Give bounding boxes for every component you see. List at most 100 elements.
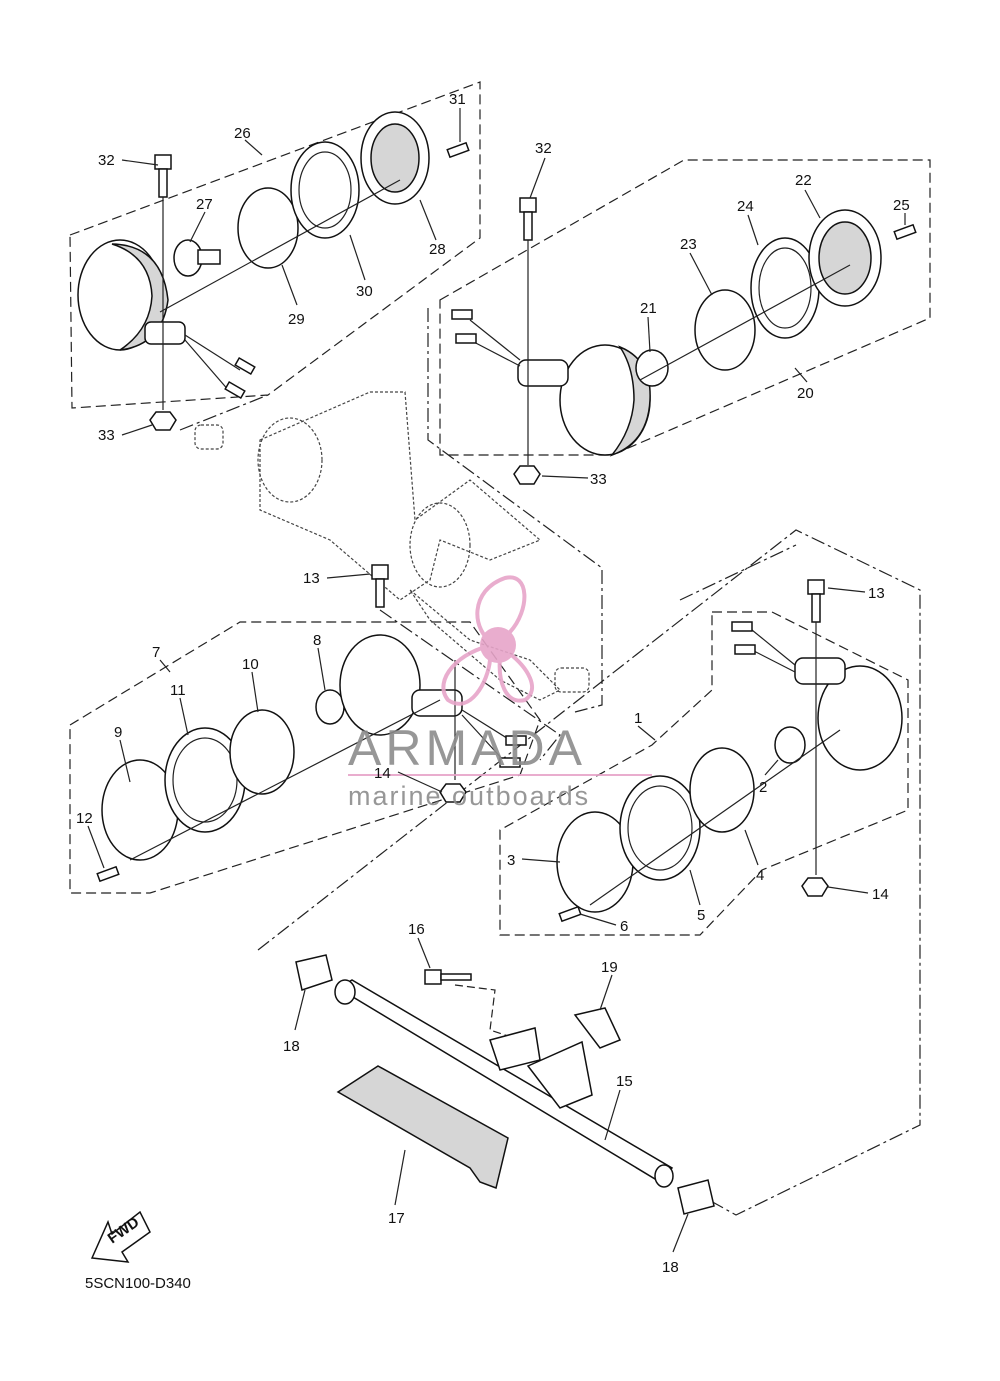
lamp-assembly-26 [77, 111, 470, 431]
bolt-13a [371, 564, 389, 580]
bar-15-end-left [334, 979, 356, 1005]
nut-14a [439, 783, 467, 803]
group-1-outline [499, 611, 909, 936]
bolt-16 [424, 969, 442, 985]
rim-5-inner [627, 785, 693, 871]
grommet-18a [295, 954, 333, 991]
connector-26a [234, 357, 256, 375]
callout-4: 4 [756, 867, 764, 884]
harness-line-right [427, 308, 603, 713]
propeller-logo-icon [441, 575, 535, 706]
callout-33b: 33 [590, 471, 607, 488]
frame-bracket [194, 391, 590, 701]
screw-12 [96, 865, 120, 883]
group-26-outline [69, 81, 481, 409]
callout-20: 20 [797, 385, 814, 402]
bracket-grommet-left [194, 424, 224, 450]
callout-19: 19 [601, 959, 618, 976]
bulb-2 [774, 726, 806, 764]
rim-30 [290, 141, 360, 239]
callout-13b: 13 [868, 585, 885, 602]
lamp-assembly-1 [556, 579, 903, 923]
group-7-outline [69, 621, 541, 894]
callout-28: 28 [429, 241, 446, 258]
axis-20 [639, 264, 851, 381]
bolt-13b-shank [811, 593, 821, 623]
callout-14b: 14 [872, 886, 889, 903]
bulb-8 [315, 689, 345, 725]
clamp-19 [573, 1007, 622, 1049]
bolt-32a [154, 154, 172, 170]
callout-23: 23 [680, 236, 697, 253]
callout-7: 7 [152, 644, 160, 661]
leader-lines [87, 108, 906, 1253]
connector-7b [499, 757, 521, 768]
wire-20b [469, 339, 521, 367]
callout-25: 25 [893, 197, 910, 214]
bulb-27-base [197, 249, 221, 265]
fwd-arrow-icon [90, 1210, 151, 1263]
bolt-32b-shank [523, 211, 533, 241]
gasket-23 [694, 289, 756, 371]
bolt-32a-shank [158, 168, 168, 198]
callout-14a: 14 [374, 765, 391, 782]
connector-20b [455, 333, 477, 344]
watermark-tagline: marine outboards [348, 781, 590, 811]
bolt-32b [519, 197, 537, 213]
screw-31 [446, 141, 470, 159]
callout-29: 29 [288, 311, 305, 328]
rim-30-inner [298, 151, 352, 229]
axis-1 [589, 729, 841, 906]
callout-11: 11 [170, 682, 186, 699]
callout-22: 22 [795, 172, 812, 189]
wire-7a [461, 709, 511, 741]
gasket-29 [237, 187, 299, 269]
axis-7 [129, 699, 441, 861]
wire-26a [184, 334, 241, 371]
callout-24: 24 [737, 198, 754, 215]
bar-15-end-right [654, 1164, 674, 1188]
callout-8: 8 [313, 632, 321, 649]
callout-17: 17 [388, 1210, 405, 1227]
callout-30: 30 [356, 283, 373, 300]
callout-26: 26 [234, 125, 251, 142]
harness-line-center [379, 609, 561, 761]
bracket-clamp-dash [454, 984, 521, 1041]
callout-3: 3 [507, 852, 515, 869]
callout-labels: 32 26 31 27 28 30 29 33 32 22 24 25 23 2… [76, 91, 910, 1276]
bracket-arm [409, 589, 562, 701]
connection-lines [179, 308, 921, 1216]
lens-28-inner [370, 123, 420, 193]
bracket-lamp-ghost-left [257, 417, 323, 503]
lamp-stem-1 [794, 657, 846, 685]
callout-6: 6 [620, 918, 628, 935]
screw-25 [893, 223, 917, 241]
rim-11-inner [172, 737, 238, 823]
lamp-housing-7 [339, 634, 421, 736]
lens-22-inner [818, 221, 872, 295]
bracket-body [259, 391, 542, 601]
lamp-assembly-7 [96, 564, 527, 883]
cover-17 [336, 1065, 509, 1190]
axis-26 [159, 179, 401, 313]
connector-1b [734, 644, 756, 655]
callout-15: 15 [616, 1073, 633, 1090]
callout-31: 31 [449, 91, 466, 108]
callout-13a: 13 [303, 570, 320, 587]
mount-bar-assembly [295, 954, 715, 1215]
bar-15-lug-b [526, 1040, 593, 1109]
connector-20a [451, 309, 473, 320]
lamp-housing-1 [817, 665, 903, 771]
wire-1b [751, 649, 796, 673]
lamp-stem-20 [517, 359, 569, 387]
nut-14b [801, 877, 829, 897]
callout-21: 21 [640, 300, 657, 317]
harness-line-left [179, 394, 269, 431]
callout-1: 1 [634, 710, 642, 727]
screw-6 [558, 905, 582, 923]
fwd-arrow: FWD [90, 1210, 151, 1263]
wire-1a [751, 629, 796, 666]
bolt-16-shank [440, 973, 472, 981]
connector-26b [224, 381, 246, 399]
